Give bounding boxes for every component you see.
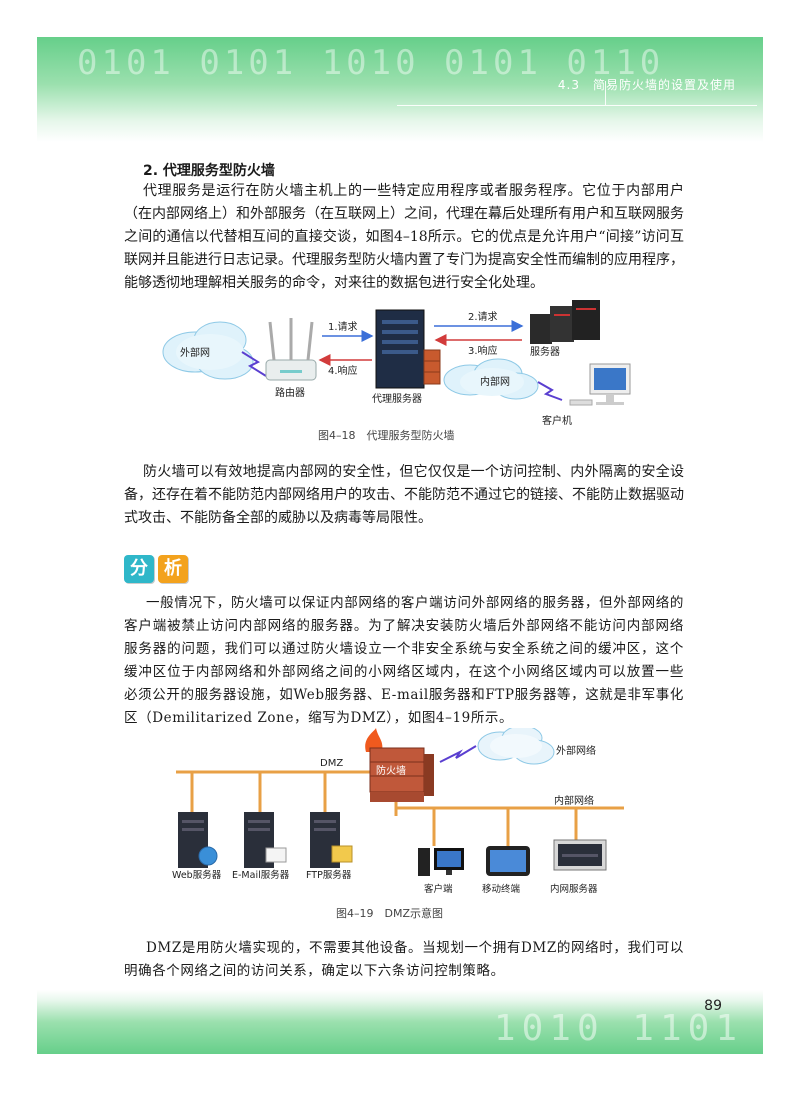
header-rule <box>397 105 757 106</box>
label-email-server: E-Mail服务器 <box>232 869 290 881</box>
proxy-server-icon <box>375 309 441 389</box>
wireless-link-icon-2 <box>537 381 563 401</box>
firewall-icon <box>365 728 434 802</box>
mobile-terminal-icon <box>486 846 530 876</box>
web-server-icon <box>178 812 218 868</box>
client-pc-icon <box>418 848 464 876</box>
label-proxy: 代理服务器 <box>372 392 422 405</box>
label-web-server: Web服务器 <box>172 869 222 881</box>
paragraph-dmz-strategy: DMZ是用防火墙实现的，不需要其他设备。当规划一个拥有DMZ的网络时，我们可以明… <box>124 940 684 979</box>
paragraph-proxy: 代理服务是运行在防火墙主机上的一些特定应用程序或者服务程序。它位于内部用户（在内… <box>124 183 684 291</box>
analysis-tag-char2: 析 <box>158 555 188 583</box>
label-external-net: 外部网 <box>180 346 210 359</box>
label-external-network: 外部网络 <box>556 744 596 757</box>
wireless-link-icon-3 <box>439 745 477 763</box>
footer-band: 1010 1101 <box>37 990 763 1054</box>
external-net-cloud <box>162 321 254 380</box>
section-title: 2. 代理服务型防火墙 <box>143 163 275 179</box>
label-arrow-3: 3.响应 <box>468 344 498 357</box>
label-arrow-1: 1.请求 <box>328 320 358 333</box>
label-intranet-server: 内网服务器 <box>550 883 598 895</box>
intranet-server-icon <box>553 839 607 871</box>
label-firewall: 防火墙 <box>376 764 406 777</box>
label-server: 服务器 <box>530 345 560 358</box>
analysis-tag-char1: 分 <box>124 555 154 583</box>
header-rule-tick <box>605 81 606 105</box>
binary-watermark-bottom: 1010 1101 <box>493 1008 743 1049</box>
paragraph-dmz: 一般情况下，防火墙可以保证内部网络的客户端访问外部网络的服务器，但外部网络的客户… <box>124 595 684 726</box>
figure-dmz: DMZ 防火墙 外部网络 内部网络 <box>172 728 624 895</box>
label-mobile: 移动终端 <box>482 883 521 895</box>
label-dmz: DMZ <box>320 758 343 769</box>
header-band: 0101 0101 1010 0101 0110 <box>37 37 763 142</box>
client-computer-icon <box>569 363 631 406</box>
running-header: 4.3 简易防火墙的设置及使用 <box>557 78 736 92</box>
page-number: 89 <box>704 998 722 1014</box>
label-ftp-server: FTP服务器 <box>306 869 352 881</box>
figure-proxy-firewall: 外部网 路由器 1.请求 4.响应 <box>162 300 631 427</box>
email-server-icon <box>244 812 287 868</box>
label-router: 路由器 <box>275 386 305 399</box>
external-network-cloud <box>477 728 555 765</box>
analysis-tag: 分 析 <box>124 553 192 585</box>
label-arrow-4: 4.响应 <box>328 364 358 377</box>
figure19-caption: 图4–19 DMZ示意图 <box>336 907 443 920</box>
wireless-link-icon <box>241 351 267 377</box>
figure18-caption: 图4–18 代理服务型防火墙 <box>318 429 455 442</box>
label-internal-network: 内部网络 <box>554 794 594 807</box>
server-rack-icon <box>530 300 600 344</box>
internal-net-cloud <box>443 358 539 400</box>
label-arrow-2: 2.请求 <box>468 310 498 323</box>
ftp-server-icon <box>310 812 353 868</box>
label-client: 客户端 <box>424 883 453 895</box>
label-client: 客户机 <box>542 414 572 427</box>
paragraph-limitations: 防火墙可以有效地提高内部网的安全性，但它仅仅是一个访问控制、内外隔离的安全设备，… <box>124 464 684 526</box>
router-icon <box>265 318 317 381</box>
label-internal-net: 内部网 <box>480 375 510 388</box>
binary-watermark: 0101 0101 1010 0101 0110 <box>77 43 665 83</box>
